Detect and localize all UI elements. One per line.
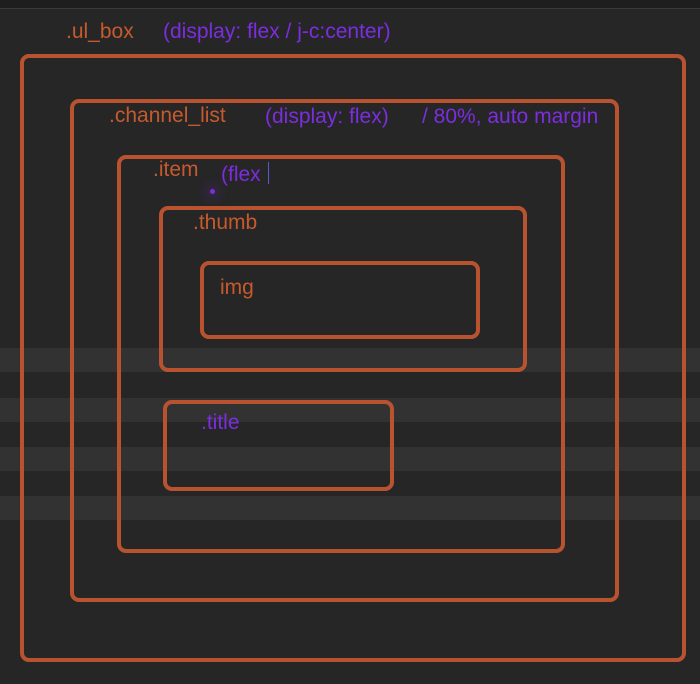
top-bar <box>0 0 700 9</box>
cursor-dot <box>210 189 215 194</box>
stripe <box>0 496 700 520</box>
channel-list-note2: / 80%, auto margin <box>422 105 599 128</box>
ul-box-note: (display: flex / j-c:center) <box>163 20 391 43</box>
stripe <box>0 447 700 471</box>
thumb-label: .thumb <box>193 211 258 234</box>
ul-box-label: .ul_box <box>66 20 134 43</box>
item-note: (flex <box>221 163 261 186</box>
title-label: .title <box>201 411 240 434</box>
channel-list-box <box>70 99 619 602</box>
img-label: img <box>220 276 254 299</box>
title-box <box>163 400 394 491</box>
img-box <box>200 261 480 339</box>
item-box <box>117 155 565 553</box>
channel-list-note: (display: flex) <box>265 105 389 128</box>
channel-list-label: .channel_list <box>109 104 226 127</box>
text-caret <box>268 162 269 184</box>
ul-box <box>20 54 686 662</box>
thumb-box <box>159 206 527 372</box>
item-label: .item <box>153 158 199 181</box>
